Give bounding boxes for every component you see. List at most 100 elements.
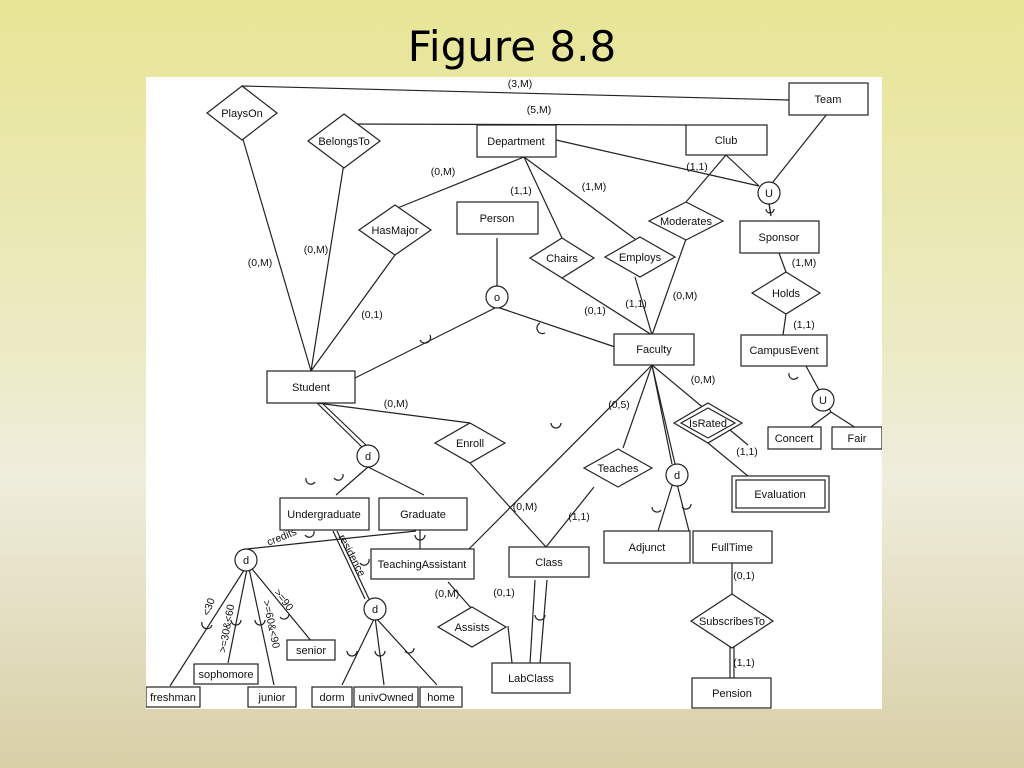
subset-mark	[404, 647, 415, 654]
entity-labclass: LabClass	[491, 662, 571, 694]
relationship-hasmajor: HasMajor	[357, 204, 433, 256]
specialization-symbol: U	[765, 188, 773, 200]
cardinality-label: (0,M)	[691, 374, 716, 386]
cardinality-label: (0,M)	[384, 398, 409, 410]
specialization-symbol: d	[243, 555, 249, 567]
relationship-enroll: Enroll	[433, 422, 507, 464]
entity-label: junior	[258, 692, 286, 704]
relationship-israted: IsRated	[672, 402, 744, 444]
relationship-employs: Employs	[603, 236, 677, 278]
relationship-label: Enroll	[456, 438, 484, 450]
entity-dorm: dorm	[311, 686, 353, 708]
relationship-chairs: Chairs	[528, 237, 596, 279]
entity-label: Person	[480, 213, 515, 225]
entity-label: home	[427, 692, 455, 704]
entity-label: Team	[815, 94, 842, 106]
subset-mark	[359, 558, 370, 566]
relationship-playson: PlaysOn	[206, 85, 278, 141]
subset-mark	[279, 613, 290, 620]
entity-label: TeachingAssistant	[378, 559, 467, 571]
entity-club: Club	[685, 124, 768, 156]
entity-concert: Concert	[767, 426, 822, 450]
relationship-label: PlaysOn	[221, 108, 263, 120]
entity-sophomore: sophomore	[193, 663, 259, 685]
entity-label: Club	[715, 135, 738, 147]
entity-sponsor: Sponsor	[739, 220, 820, 254]
cardinality-label: (1,1)	[686, 161, 708, 173]
cardinality-label: (0,1)	[733, 570, 755, 582]
relationship-label: BelongsTo	[318, 136, 369, 148]
cardinality-label: (1,1)	[736, 446, 758, 458]
specialization-sponsor-union: U	[757, 181, 781, 205]
relationship-moderates: Moderates	[647, 201, 725, 241]
subset-mark	[304, 530, 315, 538]
cardinality-label: (1,1)	[510, 185, 532, 197]
entity-label: Fair	[848, 433, 867, 445]
entity-label: Student	[292, 382, 330, 394]
entity-fair: Fair	[831, 426, 882, 450]
relationship-label: Employs	[619, 252, 662, 264]
subset-marks	[201, 208, 799, 657]
specialization-person-overlap: o	[485, 285, 509, 309]
cardinality-label: (1,1)	[568, 511, 590, 523]
cardinality-label: (0,1)	[493, 587, 515, 599]
specialization-undergrad-credits: d	[234, 548, 258, 572]
relationship-label: Assists	[455, 622, 490, 634]
subset-mark	[230, 619, 242, 626]
subset-mark	[346, 650, 358, 657]
entity-department: Department	[476, 124, 557, 158]
cardinality-label: (1,1)	[733, 657, 755, 669]
entity-label: senior	[296, 645, 326, 657]
relationship-label: Holds	[772, 288, 801, 300]
subset-mark	[550, 422, 562, 429]
predicate-label-senior: >=90	[271, 587, 295, 613]
entity-fulltime: FullTime	[692, 530, 773, 564]
entity-label: Graduate	[400, 509, 446, 521]
entity-home: home	[419, 686, 463, 708]
entity-junior: junior	[247, 686, 297, 708]
specialization-symbol: d	[365, 451, 371, 463]
specialization-symbol: d	[674, 470, 680, 482]
entity-label: Department	[487, 136, 544, 148]
predicate-label-freshman: <30	[200, 596, 217, 617]
subset-mark	[419, 334, 432, 344]
entity-campusevent: CampusEvent	[740, 334, 828, 367]
relationship-label: SubscribesTo	[699, 616, 765, 628]
cardinality-label: (0,5)	[608, 399, 630, 411]
cardinality-label: (1,M)	[792, 257, 817, 269]
specialization-symbol: o	[494, 292, 500, 304]
entity-pension: Pension	[691, 677, 772, 709]
cardinality-label: (5,M)	[527, 104, 552, 116]
specialization-student-disjoint: d	[356, 444, 380, 468]
entity-adjunct: Adjunct	[603, 530, 691, 564]
subset-mark	[414, 534, 426, 541]
subset-mark	[788, 372, 799, 380]
relationship-label: IsRated	[689, 418, 727, 430]
entity-label: LabClass	[508, 673, 554, 685]
cardinality-label: (0,M)	[248, 257, 273, 269]
relationship-label: Chairs	[546, 253, 578, 265]
relationship-label: HasMajor	[371, 225, 418, 237]
entity-faculty: Faculty	[613, 333, 695, 366]
relationship-assists: Assists	[436, 606, 508, 648]
entity-label: CampusEvent	[749, 345, 818, 357]
entity-graduate: Graduate	[378, 497, 468, 531]
subset-mark	[536, 322, 546, 335]
entity-label: dorm	[319, 692, 344, 704]
subset-mark	[254, 619, 266, 626]
entity-label: Pension	[712, 688, 752, 700]
relationship-teaches: Teaches	[582, 448, 654, 488]
relationship-belongsto: BelongsTo	[307, 113, 381, 169]
entity-class: Class	[508, 546, 590, 578]
specialization-event-union: U	[811, 388, 835, 412]
entity-univowned: univOwned	[353, 686, 419, 708]
subset-mark	[305, 477, 316, 485]
entity-label: Concert	[775, 433, 814, 445]
connection-lines	[169, 85, 857, 687]
cardinality-label: (0,M)	[435, 588, 460, 600]
subset-mark	[534, 614, 546, 621]
relationship-label: Moderates	[660, 216, 712, 228]
cardinality-labels: (3,M) (5,M) (0,M) (0,M) (0,M) (0,1) (1,1…	[248, 78, 817, 669]
subset-mark	[681, 503, 692, 510]
entity-label: univOwned	[358, 692, 413, 704]
